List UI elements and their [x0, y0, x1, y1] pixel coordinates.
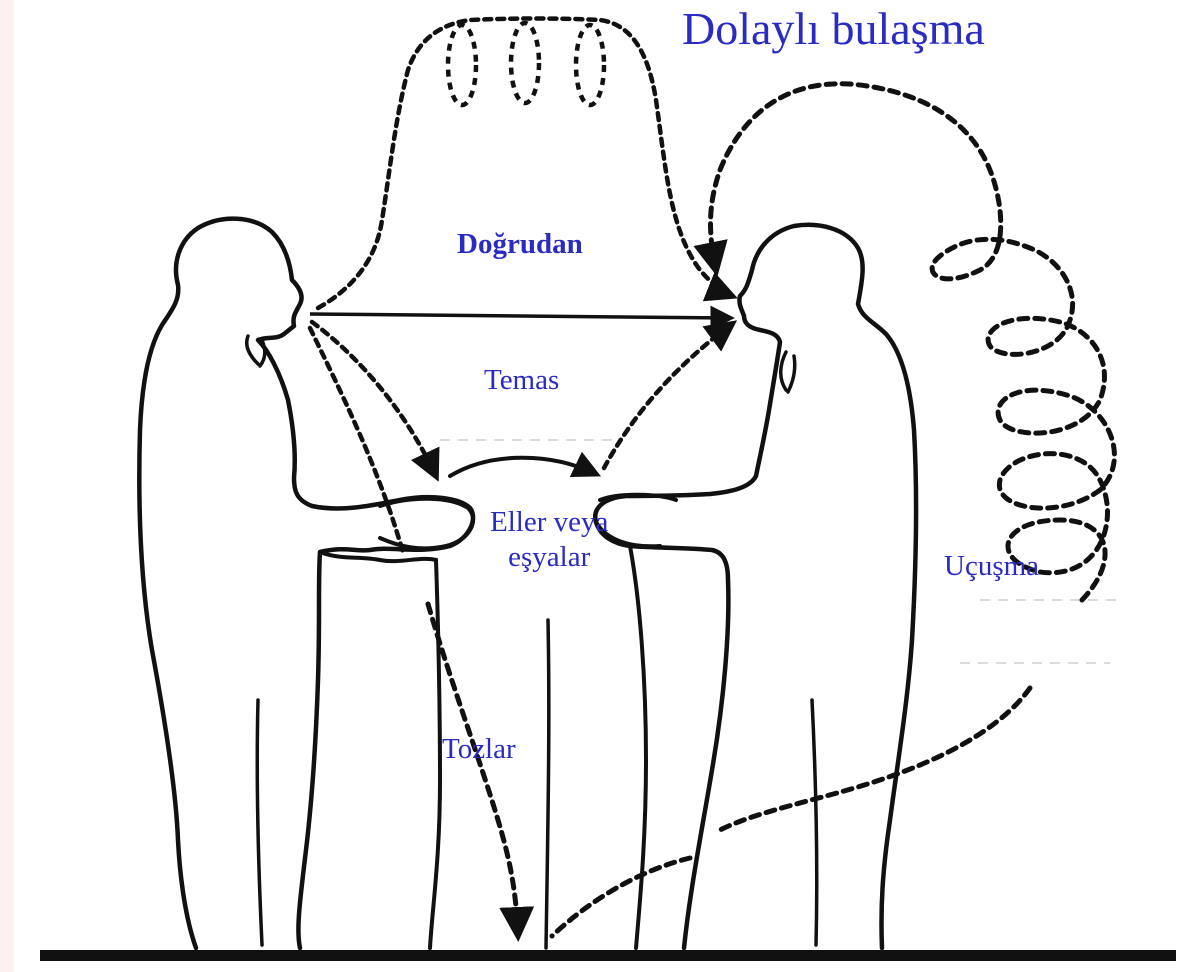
left-person-silhouette [139, 219, 473, 948]
left-person-tie [247, 336, 265, 366]
label-contact: Temas [484, 366, 559, 395]
hands-arc [450, 458, 596, 476]
label-direct: Doğrudan [457, 230, 583, 259]
contact-arrow-left [312, 322, 436, 476]
label-hands-or-objects: Eller veya eşyalar [490, 505, 608, 576]
airborne-swoosh [720, 688, 1030, 830]
bell-coils [448, 23, 604, 105]
right-person-tie [781, 352, 795, 392]
label-dust: Tozlar [442, 735, 516, 764]
label-hands-line2: eşyalar [490, 540, 608, 575]
indirect-bell-arc [318, 19, 732, 309]
diagram-title: Dolaylı bulaşma [682, 6, 985, 52]
center-dividing-line [546, 620, 549, 948]
airborne-coil [711, 84, 1115, 600]
right-person-leg-line [812, 700, 817, 945]
label-airborne: Uçuşma [944, 552, 1039, 581]
label-hands-line1: Eller veya [490, 505, 608, 540]
airborne-swoosh-lower [552, 858, 690, 936]
ground-line [40, 950, 1176, 961]
direct-arrow [310, 314, 730, 318]
right-lower-body [630, 546, 646, 948]
left-person-leg-line [257, 700, 262, 945]
left-lower-body [320, 552, 440, 948]
contact-arrow-right [604, 324, 732, 468]
